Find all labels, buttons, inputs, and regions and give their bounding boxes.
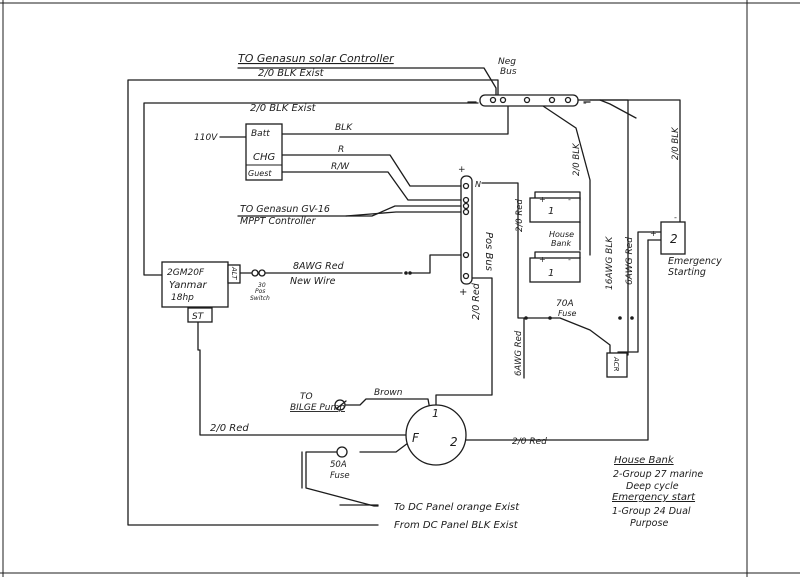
notes-block: House Bank 2-Group 27 marine Deep cycle … (612, 455, 703, 529)
switch-terminal-1: 1 (432, 407, 439, 420)
label-50a: 50A (330, 460, 347, 470)
label-blk-exist-top: 2/0 BLK Exist (258, 68, 325, 79)
svg-text:+: + (459, 287, 467, 298)
label-gv16-line2: MPPT Controller (240, 216, 317, 227)
label-charger-batt: Batt (251, 129, 270, 139)
note-house-line2: Deep cycle (626, 481, 679, 492)
label-50a-fuse: Fuse (330, 471, 350, 481)
label-wire-r: R (338, 145, 344, 155)
emergency-batt-label: 2 (670, 232, 678, 246)
label-wire-blk: BLK (335, 123, 353, 133)
switch-terminal-f: F (412, 431, 420, 445)
label-2-0-blk-a: 2/0 BLK (572, 142, 582, 176)
label-sw-line2: Pos (255, 288, 265, 295)
house-battery-2 (529, 257, 581, 283)
label-charger-guest: Guest (248, 169, 272, 178)
label-2-0-red-right: 2/0 Red (512, 437, 547, 447)
neg-minus-right: - (583, 98, 587, 109)
alternator-box (227, 264, 241, 284)
label-alt: ALT (230, 266, 238, 280)
svg-text:+: + (458, 165, 466, 175)
label-2-0-red-bus: 2/0 Red (471, 282, 482, 320)
note-emergency-line1: 1-Group 24 Dual (612, 506, 691, 517)
label-st: ST (192, 312, 205, 322)
neg-minus-left: - (466, 98, 470, 109)
emergency-battery (660, 221, 686, 255)
diagram-labels: TO Genasun solar Controller Neg Bus 2/0 … (167, 52, 722, 531)
label-neg-bus-line2: Bus (500, 67, 517, 77)
negative-bus-bar (467, 94, 591, 107)
label-pos-bus: Pos Bus (483, 232, 494, 271)
svg-text:N: N (475, 180, 481, 189)
label-new-wire: New Wire (290, 276, 336, 287)
label-blk-exist-second: 2/0 BLK Exist (250, 103, 317, 114)
label-2-0-red-batt: 2/0 Red (515, 198, 525, 232)
switch-terminal-a (251, 269, 259, 277)
label-110v: 110V (194, 133, 218, 143)
engine-box (161, 261, 229, 308)
label-house-bank-line2: Bank (551, 239, 571, 248)
label-6awg-red-vertical: 6AWG Red (625, 237, 635, 285)
label-solar-controller: TO Genasun solar Controller (238, 52, 395, 65)
note-emergency-line2: Purpose (630, 518, 668, 529)
label-batt1-bottom: 1 (548, 268, 554, 279)
note-emergency-title: Emergency start (612, 492, 696, 503)
house-batt1-plus: + (539, 195, 546, 204)
label-dc-orange: To DC Panel orange Exist (394, 502, 520, 513)
label-brown: Brown (374, 388, 403, 398)
switch-terminal-b (258, 269, 266, 277)
label-charger-chg: CHG (253, 152, 276, 163)
label-dc-blk: From DC Panel BLK Exist (394, 520, 519, 531)
label-acr: ACR (612, 356, 620, 372)
label-2-0-red-left: 2/0 Red (210, 423, 249, 434)
house-batt2-minus: - (568, 255, 571, 264)
label-6awg-red-left: 6AWG Red (514, 330, 524, 376)
label-engine-line1: 2GM20F (167, 268, 205, 278)
positive-bus-bar: + + N (458, 165, 481, 298)
label-engine-line3: 18hp (171, 293, 194, 303)
battery-switch (405, 404, 467, 466)
label-sw-line3: Switch (250, 295, 270, 302)
label-gv16-line1: TO Genasun GV-16 (240, 204, 330, 215)
label-70a-fuse: Fuse (558, 309, 577, 318)
house-battery-1 (529, 197, 581, 223)
label-bilge-pump: BILGE Pump (290, 403, 345, 413)
label-bilge-to: TO (300, 392, 313, 402)
label-wire-rw: R/W (331, 162, 350, 172)
switch-terminal-2: 2 (450, 435, 458, 449)
wires (127, 67, 681, 526)
label-neg-bus-line1: Neg (498, 57, 516, 67)
label-engine-line2: Yanmar (169, 280, 208, 291)
acr-box (606, 352, 628, 378)
note-house-line1: 2-Group 27 marine (613, 469, 703, 480)
connector-marks (404, 271, 634, 320)
label-2-0-blk-b: 2/0 BLK (671, 126, 681, 160)
label-emergency-line1: Emergency (668, 256, 722, 267)
fuse-50a (336, 446, 348, 458)
label-house-bank-line1: House (549, 230, 574, 239)
label-70a: 70A (556, 299, 574, 309)
label-8awg-red: 8AWG Red (293, 261, 345, 272)
emergency-batt-plus: + (650, 229, 657, 238)
label-batt1-top: 1 (548, 206, 554, 217)
house-batt1-minus: - (568, 195, 571, 204)
label-16awg-blk: 16AWG BLK (605, 236, 615, 290)
battery-charger (245, 123, 283, 181)
label-emergency-line2: Starting (668, 267, 706, 278)
starter-box (187, 307, 213, 323)
emergency-batt-minus: - (674, 213, 677, 222)
note-house-title: House Bank (614, 455, 675, 466)
label-sw-line1: 30 (258, 282, 266, 289)
house-batt2-plus: + (539, 255, 546, 264)
